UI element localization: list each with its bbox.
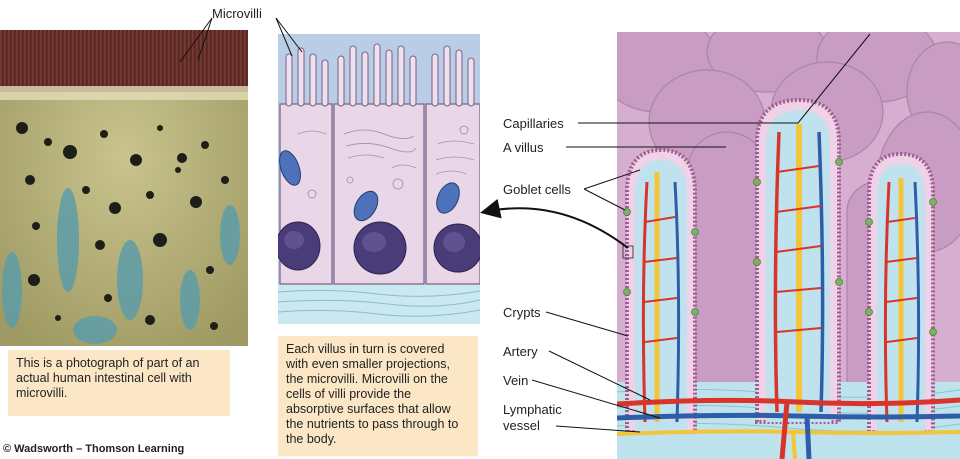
villus-right <box>867 151 935 434</box>
zoom-arrow <box>480 198 629 249</box>
label-vein: Vein <box>503 373 529 388</box>
villi-cross-section-drawing <box>617 32 960 459</box>
caption-microvilli: Each villus in turn is covered with even… <box>278 336 478 456</box>
label-goblet-cells: Goblet cells <box>503 182 571 197</box>
label-microvilli: Microvilli <box>212 6 262 21</box>
label-lymphatic-line2: vessel <box>503 418 540 433</box>
epithelial-cells-drawing <box>278 34 480 324</box>
micrograph-photo <box>0 30 248 346</box>
label-crypts: Crypts <box>503 305 541 320</box>
label-a-villus: A villus <box>503 140 544 155</box>
label-lymphatic-line1: Lymphatic <box>503 402 562 417</box>
label-capillaries: Capillaries <box>503 116 564 131</box>
label-lymphatic-vessel: Lymphatic vessel <box>503 402 562 434</box>
caption-photograph: This is a photograph of part of an actua… <box>8 350 230 416</box>
label-artery: Artery <box>503 344 538 359</box>
villus-left <box>625 147 697 434</box>
copyright-notice: © Wadsworth – Thomson Learning <box>3 443 185 455</box>
villus-middle <box>755 97 841 424</box>
